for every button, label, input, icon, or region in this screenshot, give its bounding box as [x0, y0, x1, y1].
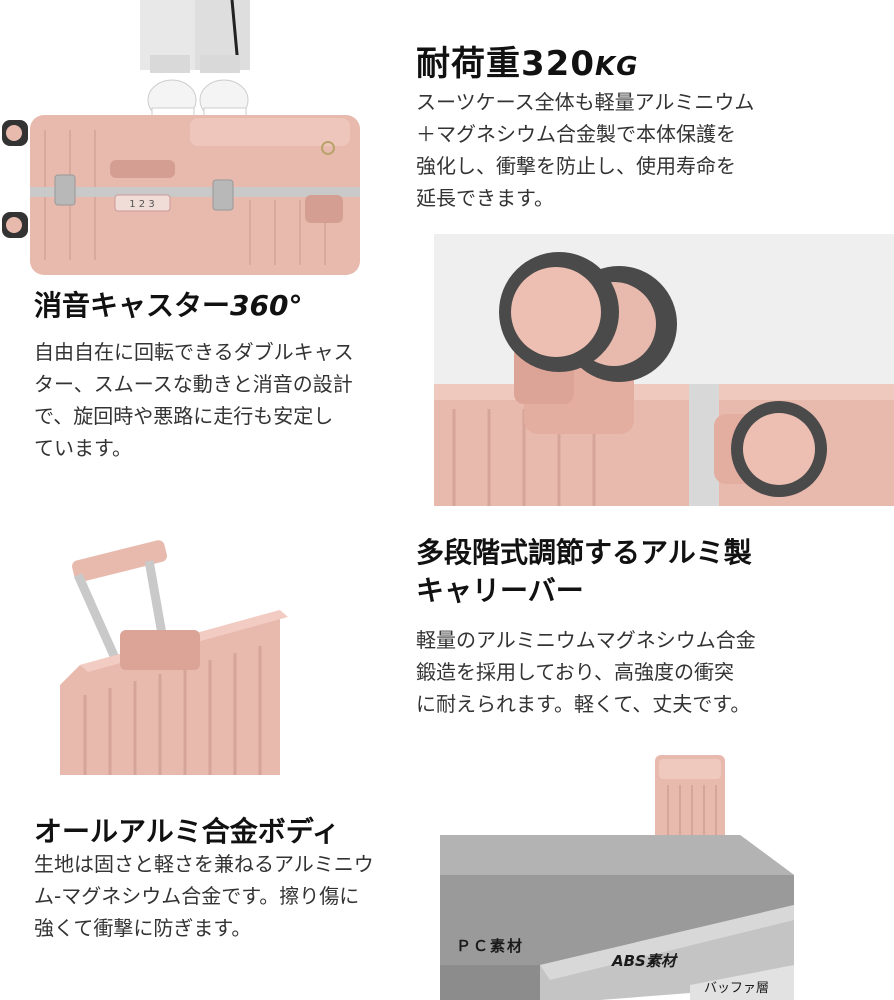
- lock-digits: 1 2 3: [129, 199, 154, 210]
- layer-label-buffer: バッファ層: [704, 981, 770, 996]
- load-capacity-unit: KG: [594, 52, 639, 82]
- carry-bar-title-line2: キャリーバー: [416, 574, 584, 607]
- caster-wheel-photo: [434, 234, 894, 506]
- carry-bar-title-line1: 多段階式調節するアルミ製: [416, 536, 752, 569]
- load-capacity-title: 耐荷重320KG: [416, 36, 638, 85]
- body-material-title: オールアルミ合金ボディ: [34, 815, 340, 848]
- caster-description: 自由自在に回転できるダブルキャス ター、スムースな動きと消音の設計 で、旋回時や…: [34, 340, 354, 460]
- carry-bar-title: 多段階式調節するアルミ製 キャリーバー: [416, 534, 752, 610]
- caster-title-main: 消音キャスター: [34, 289, 231, 322]
- caster-title: 消音キャスター360°: [34, 284, 302, 324]
- material-layer-diagram: ＰＣ素材 ABS素材 バッファ層: [440, 755, 794, 1000]
- load-capacity-title-main: 耐荷重320: [416, 44, 595, 84]
- carry-bar-description: 軽量のアルミニウムマグネシウム合金 鍛造を採用しており、高強度の衝突 に耐えられ…: [416, 628, 756, 716]
- suitcase-load-photo: 1 2 3: [0, 0, 370, 280]
- body-material-description: 生地は固さと軽さを兼ねるアルミニウ ム-マグネシウム合金です。擦り傷に 強くて衝…: [34, 852, 374, 940]
- caster-title-num: 360°: [230, 289, 303, 322]
- layer-label-pc: ＰＣ素材: [456, 937, 525, 955]
- layer-label-abs: ABS素材: [612, 952, 676, 970]
- trolley-handle-photo: [60, 535, 340, 775]
- load-capacity-description: スーツケース全体も軽量アルミニウム ＋マグネシウム合金製で本体保護を 強化し、衝…: [416, 90, 755, 210]
